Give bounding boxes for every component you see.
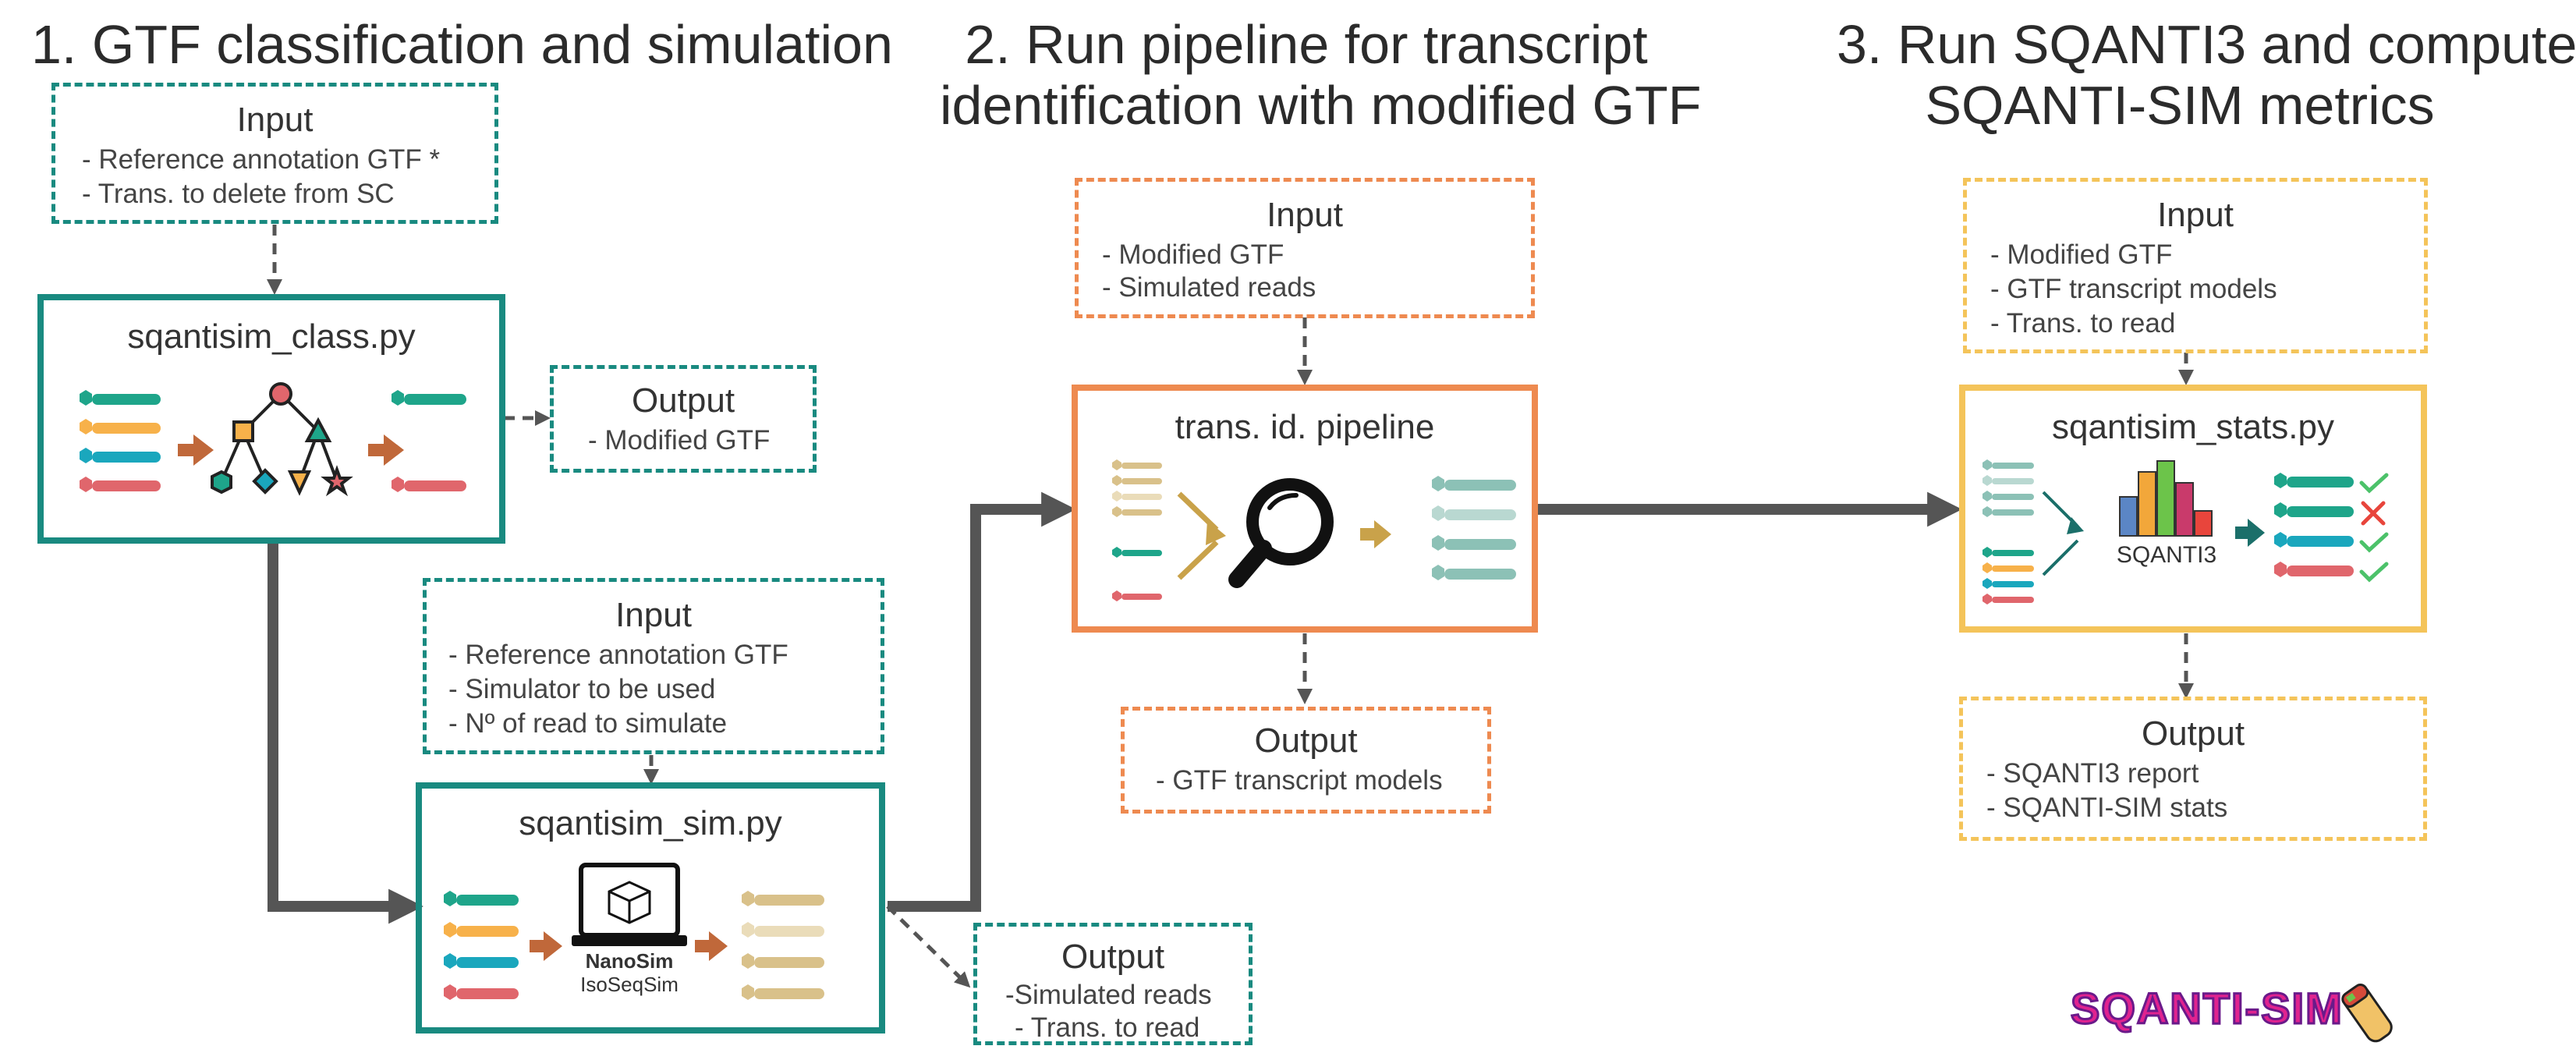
pipeline-process-box: trans. id. pipeline [1072,385,1538,633]
check-icon [2359,562,2389,583]
input-header: Input [236,101,314,139]
result-bars [2274,473,2354,577]
arrow-icon [178,434,214,466]
converging-arrows [2042,491,2079,576]
sim-process-box: sqantisim_sim.py NanoSim IsoSeqSim [416,782,885,1034]
pipeline-input-box: Input - Modified GTF - Simulated reads [1075,178,1535,318]
input-line: - Modified GTF [1102,239,1284,270]
class-process-box: sqantisim_class.py [37,294,505,544]
simulator-name: IsoSeqSim [580,973,679,996]
input-line: - Reference annotation GTF * [82,144,441,175]
input-line: - GTF transcript models [1990,274,2277,304]
input-line: - Trans. to delete from SC [82,179,395,209]
stats-process-box: sqantisim_stats.py [1959,385,2427,633]
pipeline-output-box: Output - GTF transcript models [1121,707,1491,814]
magnifier-icon [1228,478,1334,588]
section1-title: 1. GTF classification and simulation [31,14,893,75]
arrow-icon [1360,520,1391,548]
output-bars [392,390,466,492]
section2-title-line1: 2. Run pipeline for transcript [965,14,1648,75]
input-line: - Simulated reads [1102,272,1316,303]
stats-graphic: SQANTI3 [1982,459,2389,604]
input-line: - Trans. to read [1990,308,2176,339]
process-name: sqantisim_sim.py [519,804,782,842]
simulation-graphic: NanoSim IsoSeqSim [444,863,824,1000]
cross-icon [2361,501,2386,526]
section2-title-line2: identification with modified GTF [940,75,1702,136]
input-bars [80,390,161,492]
input-line: - Reference annotation GTF [448,640,788,670]
check-icon [2359,473,2389,494]
arrow-icon [695,931,728,961]
input-bars [444,891,519,1000]
sim-input-box: Input - Reference annotation GTF - Simul… [423,578,884,754]
logo-text: SQANTI-SIM [2070,983,2344,1034]
solid-connectors [268,491,1962,924]
sim-output-arrow [886,905,971,988]
transcript-bars [1432,476,1516,580]
laptop-cube-icon [572,863,687,946]
output-line: - Modified GTF [588,425,771,456]
process-name: sqantisim_stats.py [2052,408,2334,446]
process-name: sqantisim_class.py [127,317,416,356]
stats-output-box: Output - SQANTI3 report - SQANTI-SIM sta… [1959,697,2427,841]
decision-tree-icon [211,382,353,497]
input-header: Input [2157,196,2234,234]
sim-output-box: Output -Simulated reads - Trans. to read [973,923,1253,1045]
stats-input-box: Input - Modified GTF - GTF transcript mo… [1963,178,2428,353]
sqanti-label: SQANTI3 [2117,542,2216,568]
bar-chart-icon [2119,460,2213,537]
input-line: - Simulator to be used [448,674,716,704]
input-bars [1982,459,2034,604]
output-line: - SQANTI3 report [1986,758,2199,789]
input-header: Input [615,596,692,634]
output-header: Output [2141,714,2245,753]
output-line: - GTF transcript models [1156,765,1443,796]
output-bars [742,891,824,1000]
arrow-icon [2235,519,2265,547]
class-output-box: Output - Modified GTF [550,365,817,473]
classification-graphic [80,382,466,497]
output-header: Output [1254,722,1358,760]
read-bars [1112,459,1162,601]
output-line: - SQANTI-SIM stats [1986,792,2228,823]
section3-title-line2: SQANTI-SIM metrics [1925,75,2435,136]
arrow-icon [530,931,562,961]
process-name: trans. id. pipeline [1175,408,1435,446]
simulator-name: NanoSim [586,949,674,973]
class-input-box: Input - Reference annotation GTF * - Tra… [51,83,498,224]
arrow-icon [368,434,404,466]
input-header: Input [1267,196,1343,234]
pipeline-graphic [1112,459,1516,601]
sqanti-sim-logo: SQANTI-SIM [2070,979,2398,1049]
output-line: - Trans. to read [1015,1012,1200,1043]
output-header: Output [631,381,735,420]
check-icon [2359,532,2389,553]
output-header: Output [1061,938,1165,976]
dashed-connectors [267,225,2194,988]
section3-title-line1: 3. Run SQANTI3 and compute [1837,14,2576,75]
burrito-icon [2341,984,2393,1043]
class-to-sim-arrow [268,544,423,924]
input-line: - Modified GTF [1990,239,2173,270]
input-line: - Nº of read to simulate [448,708,728,739]
output-line: -Simulated reads [1005,980,1212,1010]
sim-to-pipeline-arrow [888,491,1076,912]
